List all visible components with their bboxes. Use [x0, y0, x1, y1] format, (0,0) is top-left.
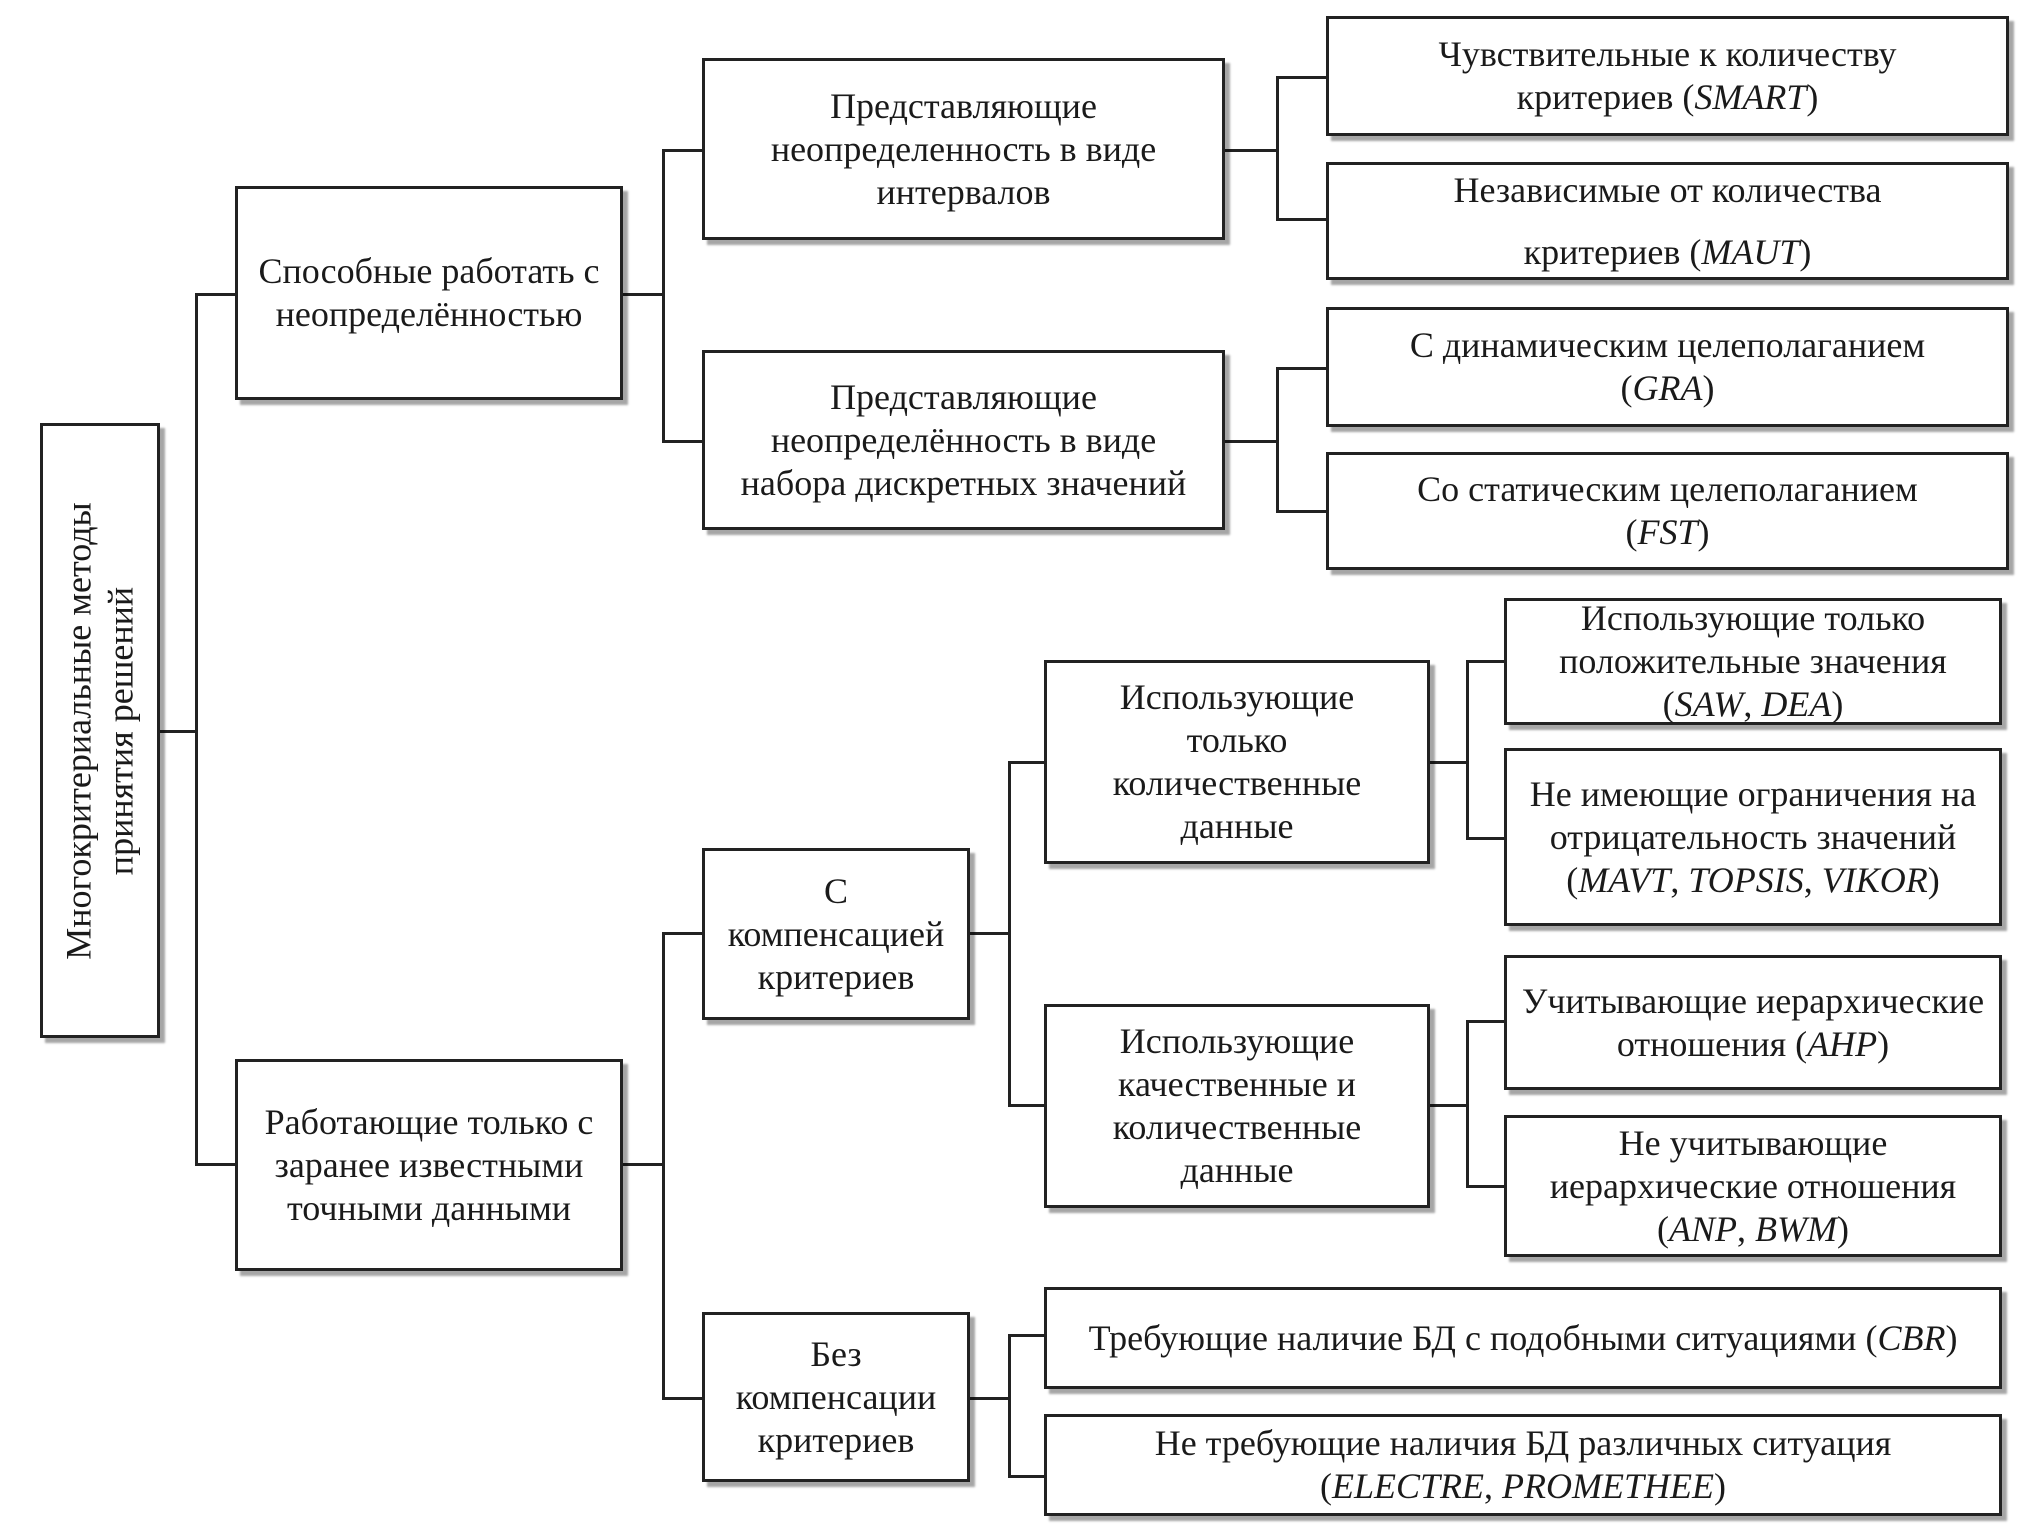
connector: [1276, 76, 1279, 220]
node-positive: Использующие только положительные значен…: [1504, 598, 2002, 725]
connector: [1276, 367, 1279, 512]
node-electre: Не требующие наличия БД различных ситуац…: [1044, 1414, 2002, 1516]
node-maut: Независимые от количества критериев (MAU…: [1326, 162, 2009, 280]
connector: [195, 293, 235, 296]
node-fst-label: Со статическим целеполаганием (FST): [1417, 469, 1918, 552]
connector: [1008, 1334, 1011, 1477]
node-discrete-label: Представляющие неопределённость в виде н…: [740, 376, 1187, 503]
connector: [662, 440, 702, 443]
node-cbr: Требующие наличие БД с подобными ситуаци…: [1044, 1287, 2002, 1389]
connector: [662, 149, 665, 442]
root-node: Многокритериальные методы принятия решен…: [40, 423, 160, 1038]
node-intervals-label: Представляющие неопределенность в виде и…: [770, 85, 1157, 212]
connector: [1276, 510, 1326, 513]
node-qualitative-label: Использующие качественные и количественн…: [1112, 1021, 1362, 1190]
connector: [970, 1397, 1009, 1400]
connector: [1466, 1185, 1504, 1188]
connector: [662, 149, 702, 152]
node-ahp: Учитывающие иерархические отношения (AHP…: [1504, 955, 2002, 1090]
node-exact: Работающие только с заранее известными т…: [235, 1059, 623, 1271]
node-gra-label: С динамическим целеполаганием (GRA): [1409, 325, 1926, 408]
node-smart-label: Чувствительные к количеству критериев (S…: [1438, 34, 1897, 117]
node-compensation-label: С компенсацией критериев: [727, 870, 945, 997]
connector: [1466, 1020, 1469, 1187]
node-exact-label: Работающие только с заранее известными т…: [264, 1101, 594, 1228]
node-cbr-label: Требующие наличие БД с подобными ситуаци…: [1088, 1317, 1958, 1358]
node-qualitative: Использующие качественные и количественн…: [1044, 1004, 1430, 1208]
connector: [160, 730, 196, 733]
node-ahp-label: Учитывающие иерархические отношения (AHP…: [1521, 980, 1985, 1064]
connector: [1225, 440, 1277, 443]
connector: [1008, 1104, 1044, 1107]
node-fst: Со статическим целеполаганием (FST): [1326, 452, 2009, 570]
connector: [623, 293, 663, 296]
connector: [1008, 761, 1044, 764]
node-unrestricted: Не имеющие ограничения на отрицательност…: [1504, 748, 2002, 926]
root-label-line1: Многокритериальные методы: [59, 501, 100, 960]
node-uncertainty-label: Способные работать с неопределённостью: [258, 251, 600, 334]
node-electre-label: Не требующие наличия БД различных ситуац…: [1154, 1423, 1892, 1506]
node-compensation: С компенсацией критериев: [702, 848, 970, 1020]
connector: [1466, 660, 1469, 839]
node-unrestricted-label: Не имеющие ограничения на отрицательност…: [1529, 773, 1977, 900]
connector: [662, 1397, 702, 1400]
node-gra: С динамическим целеполаганием (GRA): [1326, 307, 2009, 427]
connector: [195, 293, 198, 1165]
node-maut-label: Независимые от количества критериев (MAU…: [1453, 170, 1882, 272]
connector: [1008, 761, 1011, 1106]
connector: [1430, 1104, 1467, 1107]
connector: [1466, 837, 1504, 840]
node-anp-label: Не учитывающие иерархические отношения (…: [1549, 1122, 1957, 1249]
node-discrete: Представляющие неопределённость в виде н…: [702, 350, 1225, 530]
connector: [662, 932, 702, 935]
node-smart: Чувствительные к количеству критериев (S…: [1326, 16, 2009, 136]
node-positive-label: Использующие только положительные значен…: [1559, 598, 1947, 724]
connector: [1008, 1475, 1044, 1478]
root-label-line2: принятия решений: [101, 586, 142, 875]
connector: [1466, 1020, 1504, 1023]
connector: [1225, 149, 1277, 152]
connector: [1008, 1334, 1044, 1337]
node-anp: Не учитывающие иерархические отношения (…: [1504, 1115, 2002, 1257]
connector: [1276, 218, 1326, 221]
node-quantitative-label: Использующие только количественные данны…: [1112, 677, 1362, 846]
connector: [1276, 76, 1326, 79]
node-uncertainty: Способные работать с неопределённостью: [235, 186, 623, 400]
connector: [1466, 660, 1504, 663]
root-label: Многокритериальные методы принятия решен…: [58, 502, 142, 959]
connector: [662, 932, 665, 1399]
node-no-compensation-label: Без компенсации критериев: [735, 1333, 937, 1460]
connector: [195, 1163, 235, 1166]
connector: [623, 1163, 663, 1166]
node-intervals: Представляющие неопределенность в виде и…: [702, 58, 1225, 240]
connector: [1430, 761, 1467, 764]
node-no-compensation: Без компенсации критериев: [702, 1312, 970, 1482]
node-quantitative: Использующие только количественные данны…: [1044, 660, 1430, 864]
connector: [1276, 367, 1326, 370]
connector: [970, 932, 1009, 935]
